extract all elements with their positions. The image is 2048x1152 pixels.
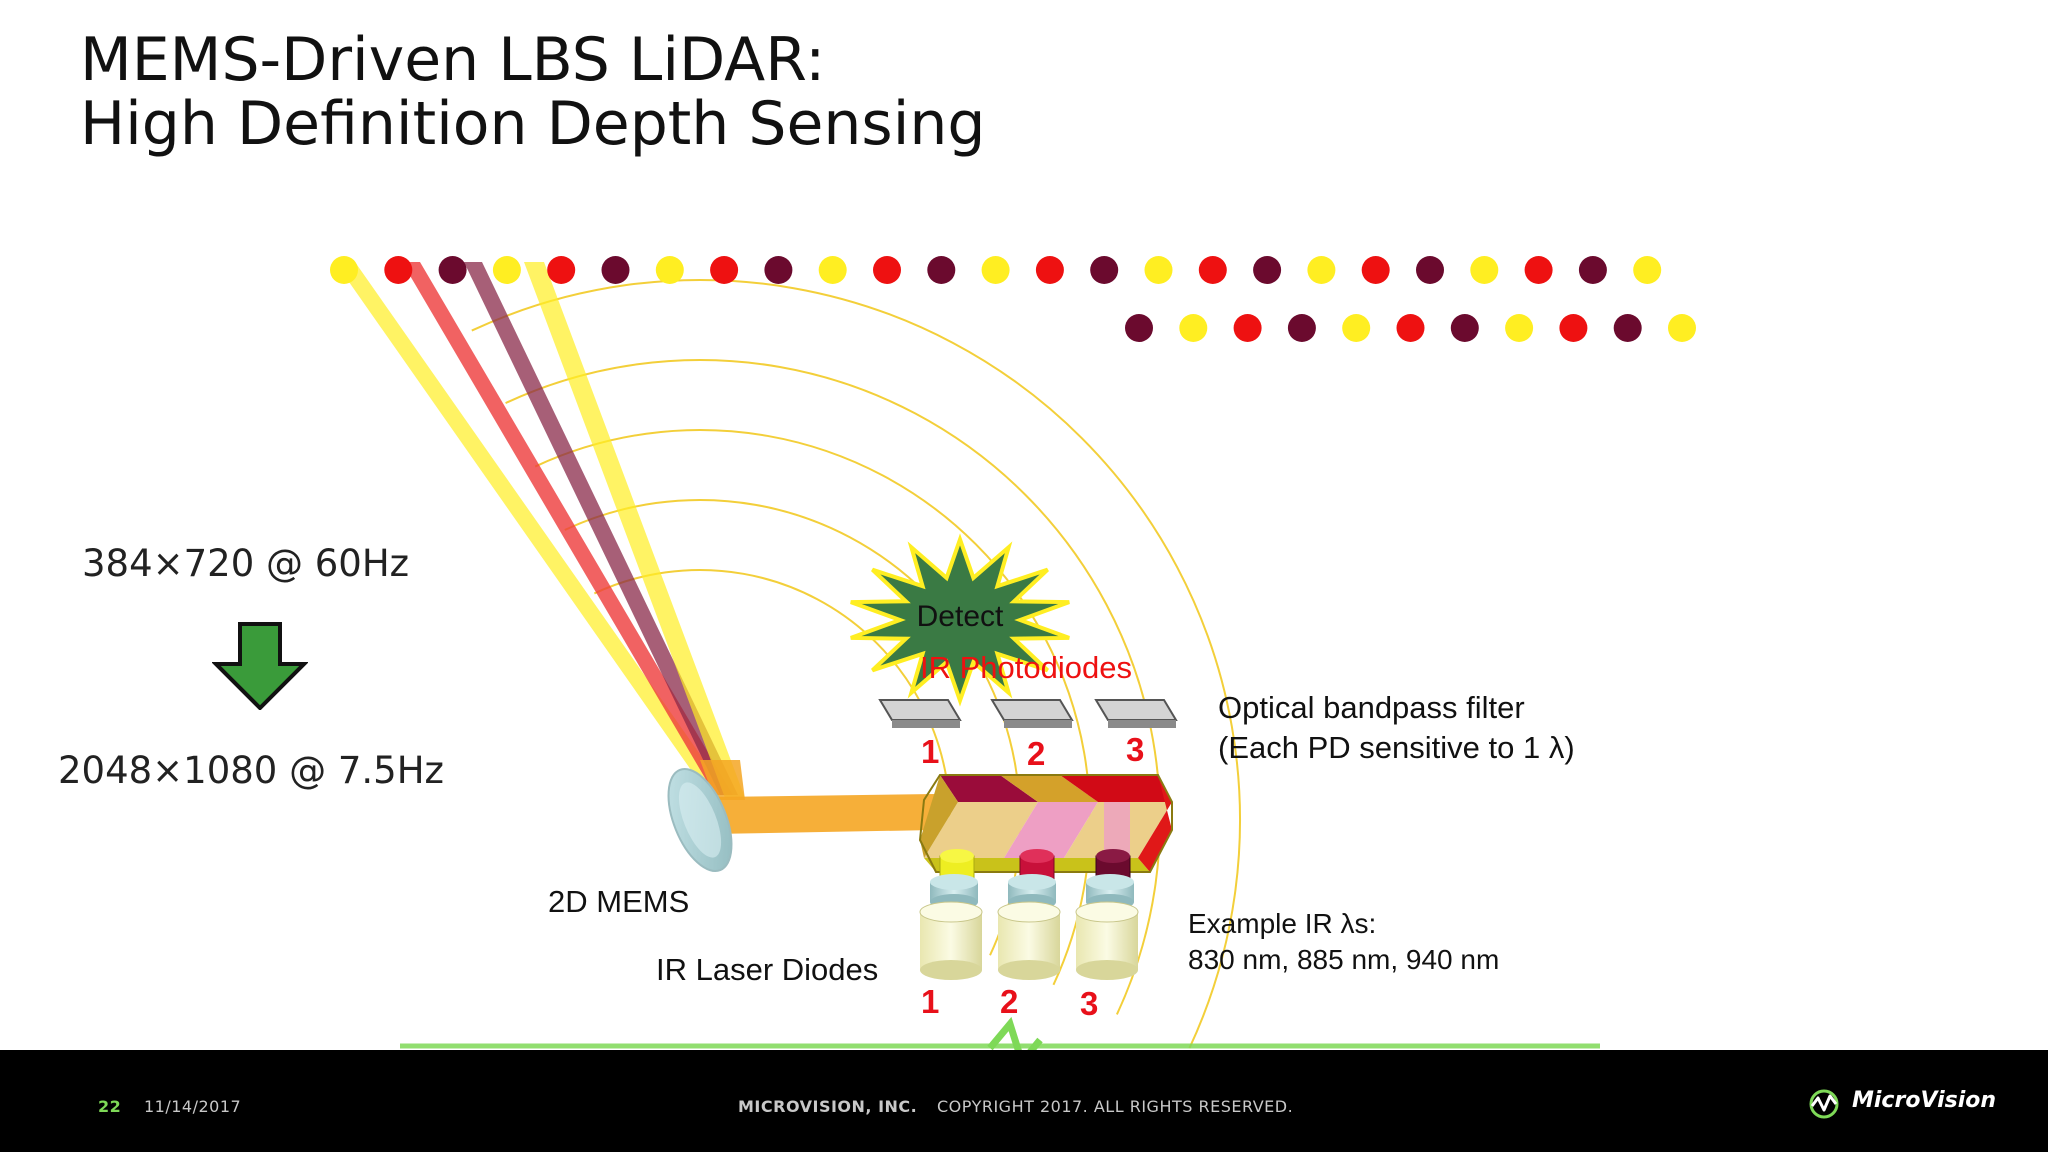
slide-title-line2: High Definition Depth Sensing — [80, 89, 986, 159]
example-ir-label: Example IR λs: 830 nm, 885 nm, 940 nm — [1188, 906, 1499, 978]
lidar-diagram — [330, 256, 1696, 1050]
dot-row1-dot-8-red — [710, 256, 739, 284]
dot-row1-dot-16-yellow — [1144, 256, 1173, 284]
photodiode-2 — [990, 699, 1074, 728]
dot-row1-dot-19-yellow — [1307, 256, 1336, 284]
photodiode-filters — [878, 699, 1178, 728]
dot-row2-dot-4-maroon — [1287, 314, 1316, 342]
optical-filter-line2: (Each PD sensitive to 1 λ) — [1218, 730, 1575, 765]
dot-row-1 — [330, 256, 1662, 284]
microvision-logo-icon — [1809, 1089, 1839, 1119]
slide-title: MEMS-Driven LBS LiDAR: High Definition D… — [80, 28, 985, 156]
dot-row1-dot-13-yellow — [981, 256, 1010, 284]
dot-row2-dot-1-maroon — [1125, 314, 1153, 342]
dot-row1-dot-11-red — [873, 256, 901, 284]
dot-row2-dot-3-red — [1233, 314, 1262, 342]
dot-row1-dot-9-maroon — [764, 256, 793, 284]
dot-row1-dot-6-maroon — [601, 256, 630, 284]
dot-row1-dot-23-red — [1524, 256, 1553, 284]
mems-mirror — [667, 767, 733, 873]
laser-diodes-label: IR Laser Diodes — [656, 952, 879, 987]
pd-number-1: 1 — [921, 733, 940, 770]
dot-row2-dot-6-red — [1396, 314, 1425, 342]
footer-green-line — [400, 1016, 1600, 1050]
laser-diodes — [919, 849, 1139, 980]
dot-row1-dot-1-yellow — [330, 256, 358, 284]
laser-diode-3 — [1075, 849, 1139, 980]
dot-row2-dot-2-yellow — [1179, 314, 1208, 342]
dot-row2-dot-11-yellow — [1668, 314, 1696, 342]
ld-number-2: 2 — [1000, 983, 1019, 1020]
optical-filter-line1: Optical bandpass filter — [1218, 690, 1525, 725]
laser-diode-1 — [919, 849, 983, 980]
dot-row1-dot-22-yellow — [1470, 256, 1499, 284]
dot-row1-dot-15-maroon — [1090, 256, 1119, 284]
optical-filter-label: Optical bandpass filter (Each PD sensiti… — [1218, 688, 1575, 768]
dot-row-2 — [1125, 314, 1696, 342]
dot-row1-dot-10-yellow — [818, 256, 847, 284]
dot-row1-dot-20-red — [1361, 256, 1390, 284]
example-ir-line2: 830 nm, 885 nm, 940 nm — [1188, 944, 1500, 975]
beam-yellow-2 — [524, 262, 745, 798]
dot-row1-dot-2-red — [384, 256, 413, 284]
dot-row1-dot-14-red — [1035, 256, 1064, 284]
beam-maroon — [464, 262, 738, 795]
resolution-from: 384×720 @ 60Hz — [82, 542, 410, 585]
mems-label: 2D MEMS — [548, 884, 690, 919]
dot-row2-dot-5-yellow — [1342, 314, 1371, 342]
dot-row2-dot-8-yellow — [1505, 314, 1534, 342]
photodiode-3 — [1094, 699, 1178, 728]
resolution-to: 2048×1080 @ 7.5Hz — [58, 749, 444, 792]
pd-number-2: 2 — [1027, 735, 1046, 772]
dot-row1-dot-25-yellow — [1633, 256, 1662, 284]
dot-row1-dot-3-maroon — [438, 256, 467, 284]
beam-yellow-1 — [335, 262, 725, 790]
footer-copyright: COPYRIGHT 2017. ALL RIGHTS RESERVED. — [937, 1097, 1294, 1116]
photodiode-1 — [878, 699, 962, 728]
detect-label: Detect — [916, 600, 1004, 633]
footer-company: MICROVISION, INC. — [738, 1097, 918, 1116]
laser-diode-2 — [997, 849, 1061, 980]
footer-bar: 22 11/14/2017 MICROVISION, INC. COPYRIGH… — [0, 1050, 2048, 1152]
microvision-logo-text: MicroVision — [1852, 1088, 1997, 1113]
dot-row1-dot-4-yellow — [492, 256, 521, 284]
ld-number-3: 3 — [1080, 985, 1099, 1022]
dot-row2-dot-10-maroon — [1613, 314, 1642, 342]
footer-date: 11/14/2017 — [144, 1097, 242, 1116]
down-arrow-icon — [212, 622, 308, 710]
dot-row1-dot-12-maroon — [927, 256, 956, 284]
example-ir-line1: Example IR λs: — [1188, 908, 1377, 939]
dot-row2-dot-7-maroon — [1450, 314, 1479, 342]
laser-beams — [335, 262, 935, 834]
beam-horizontal — [712, 794, 935, 834]
dot-row1-dot-7-yellow — [655, 256, 684, 284]
dot-row1-dot-17-red — [1198, 256, 1227, 284]
dot-row1-dot-21-maroon — [1416, 256, 1444, 284]
dot-row2-dot-9-red — [1559, 314, 1588, 342]
beam-combiner — [918, 774, 1173, 873]
ld-number-1: 1 — [921, 983, 940, 1020]
ir-photodiodes-label: IR Photodiodes — [920, 650, 1132, 685]
detect-burst-icon — [850, 533, 1070, 707]
dot-row1-dot-24-maroon — [1578, 256, 1607, 284]
beam-red — [402, 262, 733, 795]
pd-number-3: 3 — [1126, 731, 1145, 768]
slide-title-line1: MEMS-Driven LBS LiDAR: — [80, 25, 826, 95]
dot-row1-dot-5-red — [547, 256, 576, 284]
dot-row1-dot-18-maroon — [1253, 256, 1282, 284]
page-number: 22 — [98, 1097, 122, 1116]
